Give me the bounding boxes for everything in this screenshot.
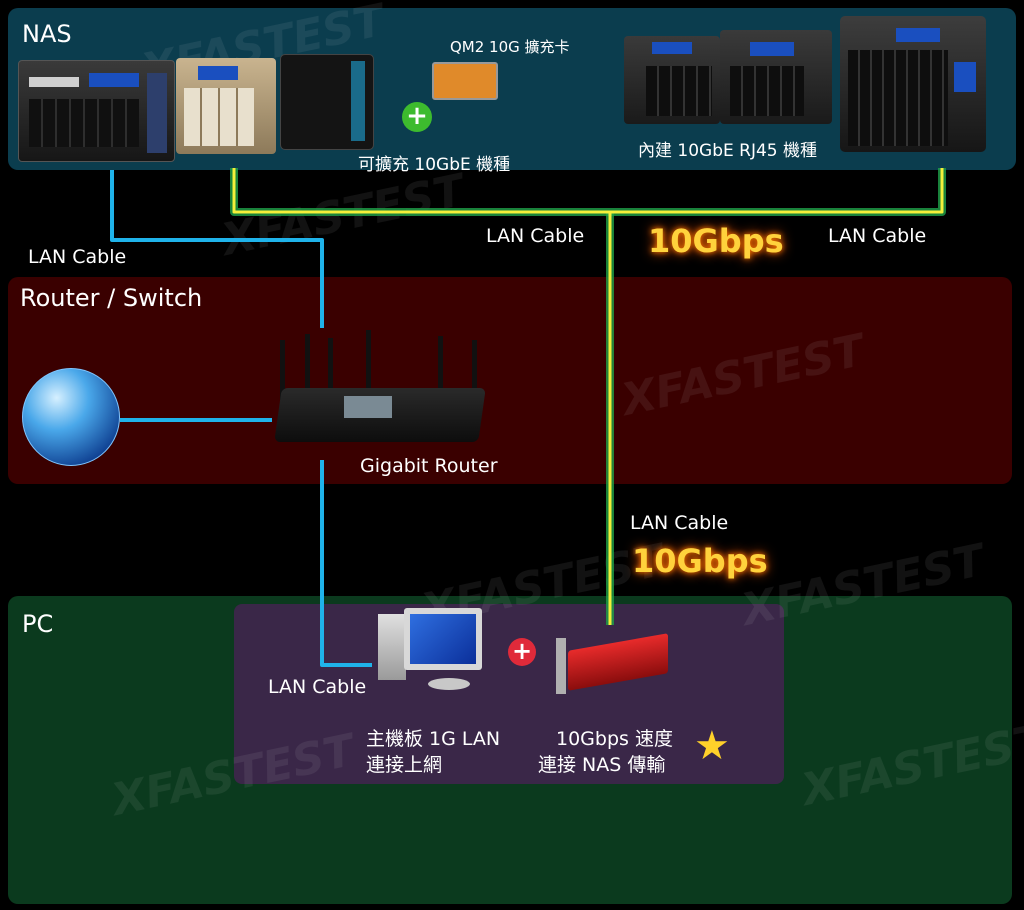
nas-device-mid (720, 30, 832, 124)
speed-label-top: 10Gbps (648, 222, 784, 260)
globe-icon (22, 368, 120, 466)
builtin-rj45-label: 內建 10GbE RJ45 機種 (638, 141, 818, 161)
star-icon: ★ (694, 723, 730, 769)
qm2-card-image (432, 62, 498, 100)
motherboard-label-line2: 連接上網 (366, 754, 443, 776)
pc-inner-panel (234, 604, 784, 784)
qm2-card-label: QM2 10G 擴充卡 (450, 38, 570, 56)
nas-device-black (280, 54, 374, 150)
router-zone (8, 277, 1012, 484)
plus-icon-red: + (508, 638, 536, 666)
lan-cable-label-right: LAN Cable (828, 225, 927, 247)
lan-cable-label-mid: LAN Cable (486, 225, 585, 247)
router-device (270, 330, 490, 445)
nic-label-line2: 連接 NAS 傳輸 (538, 754, 666, 776)
lan-cable-label-pc: LAN Cable (268, 676, 367, 698)
nas-title: NAS (22, 20, 72, 48)
pc-title: PC (22, 610, 54, 638)
lan-cable-label-pc-nas: LAN Cable (630, 512, 729, 534)
router-title: Router / Switch (20, 284, 203, 312)
motherboard-label-line1: 主機板 1G LAN (366, 728, 501, 750)
gigabit-router-label: Gigabit Router (360, 455, 498, 477)
nas-device-small (624, 36, 720, 124)
pc-monitor (378, 608, 486, 694)
nic-label-line1: 10Gbps 速度 (556, 728, 673, 750)
lan-cable-label-left: LAN Cable (28, 246, 127, 268)
plus-icon-green: + (402, 102, 432, 132)
nas-device-gold (176, 58, 276, 154)
nas-device-large (840, 16, 986, 152)
10g-nic-card (556, 633, 672, 696)
expandable-10gbe-label: 可擴充 10GbE 機種 (358, 155, 511, 175)
speed-label-mid: 10Gbps (632, 542, 768, 580)
nas-device-rack-left (18, 60, 175, 162)
